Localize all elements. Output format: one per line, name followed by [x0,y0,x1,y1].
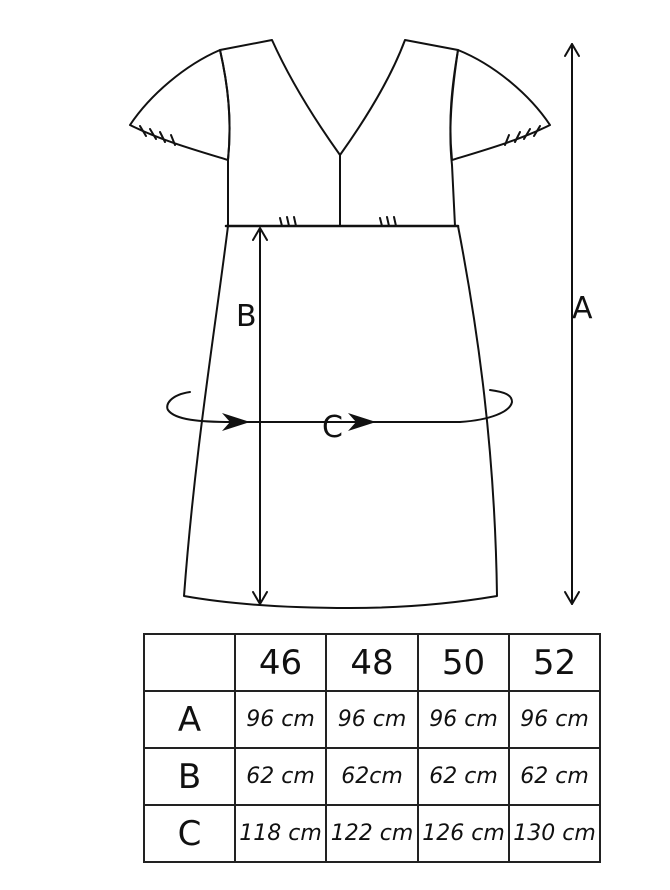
dress-diagram: B A C [129,39,593,609]
b-arrow-top [252,227,268,241]
table-cell: 122 cm [325,804,419,863]
table-header-cell: 52 [508,633,601,692]
table-cell: 96 cm [508,690,601,749]
table-row: C 118 cm 122 cm 126 cm 130 cm [143,804,601,863]
table-row: A 96 cm 96 cm 96 cm 96 cm [143,690,601,749]
size-table: 46 48 50 52 A 96 cm 96 cm 96 cm 96 cm B … [143,633,601,863]
table-cell: 62cm [325,747,419,806]
row-label: A [143,690,236,749]
table-cell: 62 cm [508,747,601,806]
c-measure-curve-left [166,391,233,423]
table-header-cell: 46 [234,633,327,692]
c-arrowhead-1 [222,413,250,431]
b-arrow-bottom [252,591,268,605]
gathers-right [379,216,397,227]
c-measure-curve-right [459,389,513,423]
right-sleeve [449,49,551,161]
table-header-cell: 48 [325,633,419,692]
table-header-cell: 50 [417,633,510,692]
table-header-cell [143,633,236,692]
a-arrow-top [564,43,580,57]
label-a: A [572,291,593,326]
table-cell: 96 cm [234,690,327,749]
table-cell: 118 cm [234,804,327,863]
table-cell: 96 cm [325,690,419,749]
gathers-left [279,216,297,227]
table-row: B 62 cm 62cm 62 cm 62 cm [143,747,601,806]
label-c: C [322,410,343,445]
right-sleeve-ruffle [504,125,541,146]
a-arrow-bottom [564,591,580,605]
left-sleeve [129,49,231,161]
row-label: B [143,747,236,806]
row-label: C [143,804,236,863]
table-cell: 96 cm [417,690,510,749]
table-cell: 62 cm [234,747,327,806]
table-header-row: 46 48 50 52 [143,633,601,692]
left-sleeve-ruffle [139,125,176,146]
table-cell: 62 cm [417,747,510,806]
bodice-outline [219,39,459,227]
table-cell: 126 cm [417,804,510,863]
table-cell: 130 cm [508,804,601,863]
c-arrowhead-2 [348,413,376,431]
label-b: B [236,299,257,334]
